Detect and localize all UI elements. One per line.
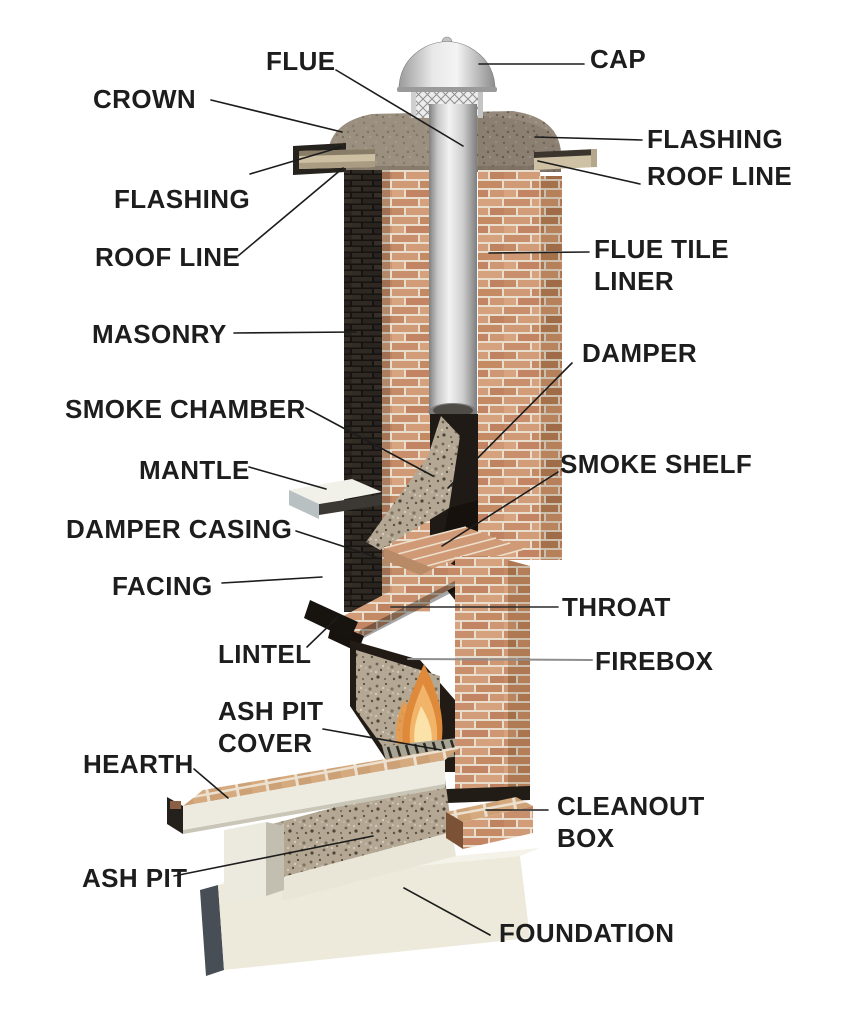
label-smoke-chamber: SMOKE CHAMBER <box>65 394 306 424</box>
label-throat: THROAT <box>562 592 671 622</box>
label-damper: DAMPER <box>582 338 698 368</box>
leader-damper <box>447 362 573 489</box>
masonry-stack <box>344 170 562 612</box>
label-ash-pit-cover: ASH PIT COVER <box>218 696 324 758</box>
leader-lintel <box>306 616 339 648</box>
label-masonry: MASONRY <box>92 319 227 349</box>
hearth-bench <box>167 746 462 903</box>
label-flashing-right: FLASHING <box>647 124 784 154</box>
leader-flue-tile-liner <box>488 251 590 254</box>
label-cap: CAP <box>590 44 647 74</box>
label-hearth: HEARTH <box>83 749 194 779</box>
leader-crown <box>210 99 343 133</box>
label-smoke-shelf: SMOKE SHELF <box>560 449 753 479</box>
leader-masonry <box>233 331 357 334</box>
label-cleanout-box: CLEANOUT BOX <box>557 791 705 853</box>
leader-foundation <box>403 887 491 936</box>
leader-damper-casing <box>295 530 380 559</box>
label-lintel: LINTEL <box>218 639 312 669</box>
leader-lines <box>173 63 643 936</box>
leader-roof-line-left <box>237 167 344 257</box>
mantle-shelf <box>289 479 382 519</box>
ash-pit-cutaway <box>272 778 456 901</box>
firebox-surround-bricks <box>455 556 530 792</box>
label-mantle: MANTLE <box>139 455 250 485</box>
leader-ash-pit-cover <box>322 728 442 751</box>
label-ash-pit: ASH PIT <box>82 863 188 893</box>
cleanout-box-bricks <box>446 797 533 849</box>
leader-flashing-left <box>249 146 342 175</box>
label-crown: CROWN <box>93 84 197 114</box>
leader-ash-pit <box>173 835 374 877</box>
label-flashing-left: FLASHING <box>114 184 251 214</box>
leader-flashing-right <box>534 136 643 141</box>
leader-facing <box>221 576 323 584</box>
leader-hearth <box>193 768 229 799</box>
leader-flue <box>335 69 464 147</box>
leader-smoke-shelf <box>441 471 559 547</box>
label-foundation: FOUNDATION <box>499 918 675 948</box>
label-roof-line-right: ROOF LINE <box>647 161 793 191</box>
fire-flames <box>395 664 443 763</box>
leader-smoke-chamber <box>305 407 434 477</box>
flue-pipe <box>428 104 478 421</box>
leader-firebox <box>407 658 593 661</box>
leader-roof-line-right <box>537 160 641 185</box>
label-damper-casing: DAMPER CASING <box>66 514 293 544</box>
label-flue: FLUE <box>266 46 336 76</box>
label-roof-line-left: ROOF LINE <box>95 242 241 272</box>
label-firebox: FIREBOX <box>595 646 714 676</box>
flashing-board-right <box>534 149 597 170</box>
leader-mantle <box>248 466 327 490</box>
throat-and-lintel <box>304 562 478 652</box>
label-flue-tile-liner: FLUE TILE LINER <box>594 234 730 296</box>
label-facing: FACING <box>112 571 213 601</box>
